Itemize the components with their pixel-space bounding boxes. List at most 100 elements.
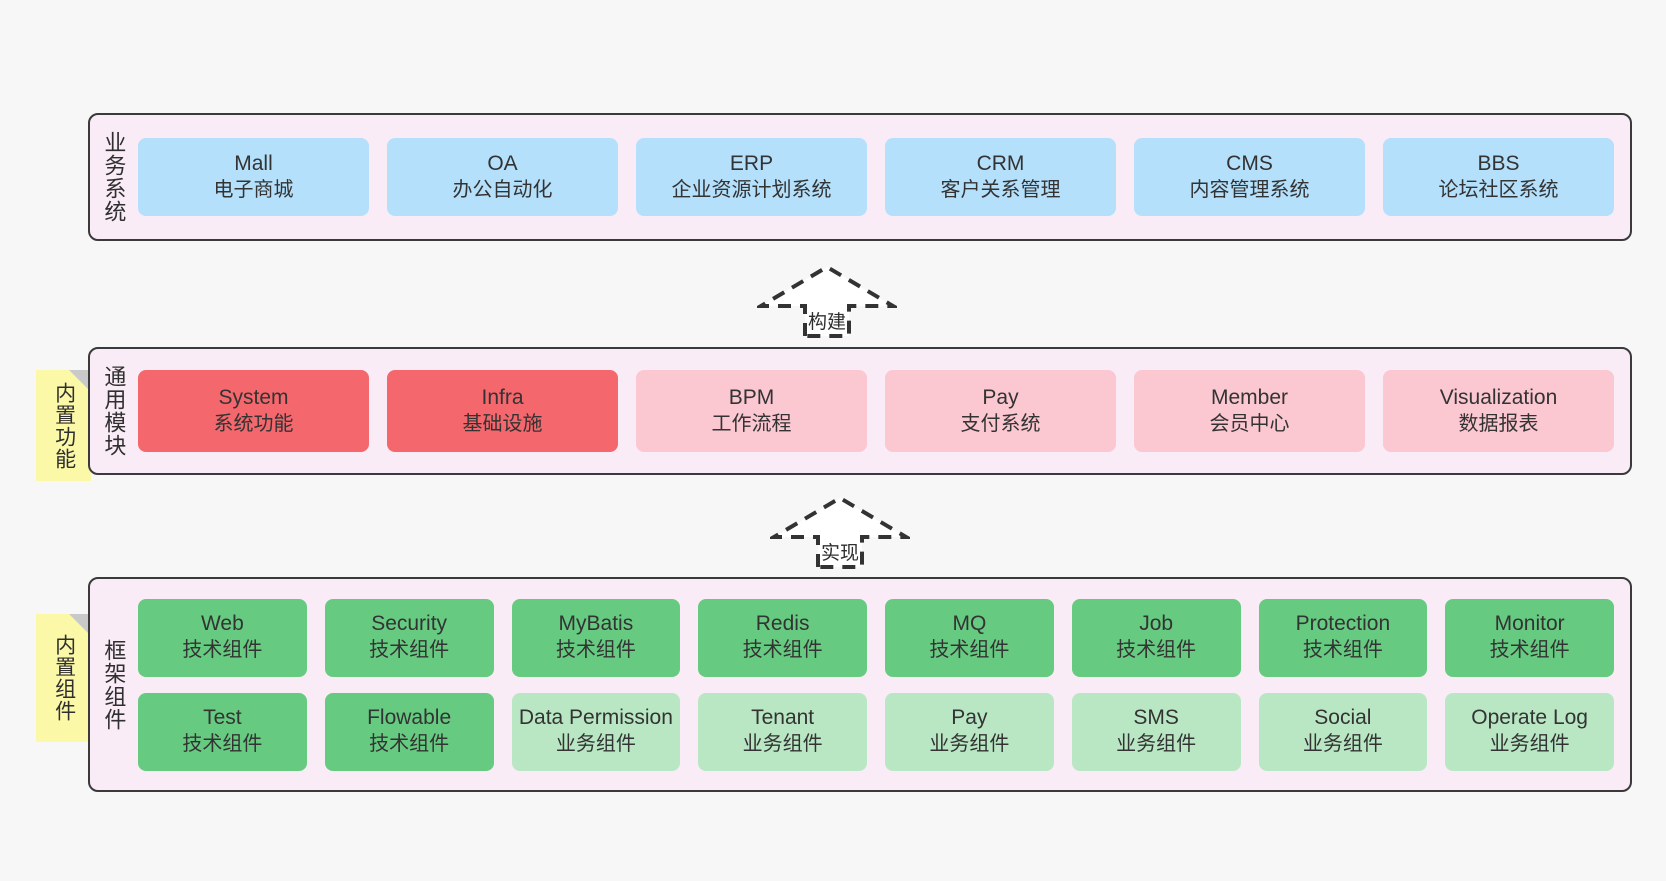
card-title: Redis	[755, 612, 810, 636]
card-web[interactable]: Web 技术组件	[138, 598, 307, 677]
card-subtitle: 业务组件	[1116, 733, 1197, 756]
card-subtitle: 企业资源计划系统	[671, 178, 832, 201]
card-title: BPM	[728, 385, 775, 409]
sticky-note-builtin-components: 内置组件	[36, 614, 91, 742]
card-subtitle: 技术组件	[555, 639, 636, 662]
card-title: Infra	[481, 385, 524, 409]
sticky-label: 内置组件	[52, 634, 76, 722]
card-subtitle: 技术组件	[369, 639, 450, 662]
card-subtitle: 技术组件	[1302, 639, 1383, 662]
card-title: ERP	[729, 151, 774, 175]
arrow-implement: 实现	[766, 493, 914, 573]
card-member[interactable]: Member 会员中心	[1134, 370, 1365, 452]
card-flowable[interactable]: Flowable 技术组件	[324, 692, 494, 771]
card-subtitle: 电子商城	[213, 178, 294, 201]
card-row: Mall 电子商城 OA 办公自动化 ERP 企业资源计划系统 CRM 客户关系…	[138, 138, 1614, 216]
arrow-build-icon	[753, 264, 901, 338]
card-oa[interactable]: OA 办公自动化	[387, 138, 618, 216]
card-monitor[interactable]: Monitor 技术组件	[1445, 598, 1614, 677]
card-subtitle: 技术组件	[929, 639, 1010, 662]
card-row: Web 技术组件 Security 技术组件 MyBatis 技术组件 Redi…	[138, 598, 1614, 677]
card-title: Mall	[234, 151, 273, 175]
card-title: Social	[1314, 706, 1372, 730]
card-infra[interactable]: Infra 基础设施	[387, 370, 618, 452]
sticky-note-builtin-features: 内置功能	[36, 370, 91, 481]
card-subtitle: 技术组件	[742, 639, 823, 662]
card-security[interactable]: Security 技术组件	[324, 598, 494, 677]
card-title: Data Permission	[518, 706, 673, 730]
card-title: Protection	[1295, 612, 1391, 636]
card-redis[interactable]: Redis 技术组件	[698, 598, 867, 677]
card-system[interactable]: System 系统功能	[138, 370, 369, 452]
card-title: CMS	[1226, 151, 1273, 175]
card-subtitle: 会员中心	[1209, 412, 1290, 435]
card-subtitle: 业务组件	[742, 733, 823, 756]
card-test[interactable]: Test 技术组件	[138, 692, 307, 771]
arrow-build: 构建	[753, 262, 901, 342]
card-pay[interactable]: Pay 支付系统	[885, 370, 1116, 452]
card-tenant[interactable]: Tenant 业务组件	[698, 692, 867, 771]
card-subtitle: 业务组件	[1489, 733, 1570, 756]
card-protection[interactable]: Protection 技术组件	[1258, 598, 1428, 677]
card-mall[interactable]: Mall 电子商城	[138, 138, 369, 216]
card-subtitle: 业务组件	[929, 733, 1010, 756]
card-subtitle: 论坛社区系统	[1438, 178, 1559, 201]
layer-framework-components: 框架组件 Web 技术组件 Security 技术组件 MyBatis 技术组件…	[88, 577, 1632, 792]
sticky-label: 内置功能	[52, 381, 76, 470]
layer-label-framework: 框架组件	[101, 638, 127, 731]
card-data-permission[interactable]: Data Permission 业务组件	[511, 692, 681, 771]
card-subtitle: 技术组件	[1489, 639, 1570, 662]
layer-body-common: System 系统功能 Infra 基础设施 BPM 工作流程 Pay 支付系统…	[136, 349, 1630, 473]
layer-label-business: 业务系统	[101, 131, 127, 223]
card-bbs[interactable]: BBS 论坛社区系统	[1383, 138, 1614, 216]
card-title: Pay	[951, 706, 988, 730]
sticky-fold-icon	[69, 614, 91, 636]
card-title: BBS	[1477, 151, 1520, 175]
card-title: Job	[1139, 612, 1174, 636]
card-subtitle: 工作流程	[711, 412, 792, 435]
card-row: Test 技术组件 Flowable 技术组件 Data Permission …	[138, 692, 1614, 771]
card-title: Security	[371, 612, 448, 636]
layer-body-framework: Web 技术组件 Security 技术组件 MyBatis 技术组件 Redi…	[136, 579, 1630, 790]
card-subtitle: 客户关系管理	[940, 178, 1061, 201]
card-crm[interactable]: CRM 客户关系管理	[885, 138, 1116, 216]
card-job[interactable]: Job 技术组件	[1071, 598, 1241, 677]
layer-body-business: Mall 电子商城 OA 办公自动化 ERP 企业资源计划系统 CRM 客户关系…	[136, 115, 1630, 239]
card-title: Monitor	[1494, 612, 1565, 636]
card-social[interactable]: Social 业务组件	[1258, 692, 1428, 771]
card-subtitle: 业务组件	[1302, 733, 1383, 756]
card-title: Tenant	[751, 706, 815, 730]
arrow-build-label: 构建	[807, 312, 846, 333]
card-sms[interactable]: SMS 业务组件	[1071, 692, 1241, 771]
card-subtitle: 支付系统	[960, 412, 1041, 435]
card-subtitle: 数据报表	[1458, 412, 1539, 435]
card-title: MQ	[952, 612, 987, 636]
card-subtitle: 办公自动化	[452, 178, 553, 201]
card-mybatis[interactable]: MyBatis 技术组件	[511, 598, 681, 677]
layer-business-systems: 业务系统 Mall 电子商城 OA 办公自动化 ERP 企业资源计划系统 CRM…	[88, 113, 1632, 241]
card-cms[interactable]: CMS 内容管理系统	[1134, 138, 1365, 216]
card-title: MyBatis	[558, 612, 634, 636]
card-operate-log[interactable]: Operate Log 业务组件	[1445, 692, 1614, 771]
card-bpm[interactable]: BPM 工作流程	[636, 370, 867, 452]
card-subtitle: 系统功能	[213, 412, 294, 435]
card-title: Pay	[982, 385, 1019, 409]
card-title: Member	[1210, 385, 1289, 409]
card-subtitle: 内容管理系统	[1189, 178, 1310, 201]
card-subtitle: 技术组件	[182, 733, 263, 756]
card-subtitle: 基础设施	[462, 412, 543, 435]
card-subtitle: 技术组件	[369, 733, 450, 756]
card-pay-business[interactable]: Pay 业务组件	[885, 692, 1054, 771]
card-erp[interactable]: ERP 企业资源计划系统	[636, 138, 867, 216]
card-mq[interactable]: MQ 技术组件	[885, 598, 1054, 677]
card-subtitle: 技术组件	[1116, 639, 1197, 662]
arrow-implement-label: 实现	[820, 543, 859, 564]
card-title: OA	[487, 151, 518, 175]
card-title: Flowable	[367, 706, 452, 730]
card-title: Operate Log	[1471, 706, 1588, 730]
card-title: Web	[200, 612, 244, 636]
card-title: Visualization	[1439, 385, 1558, 409]
card-visualization[interactable]: Visualization 数据报表	[1383, 370, 1614, 452]
arrow-implement-icon	[766, 495, 914, 569]
